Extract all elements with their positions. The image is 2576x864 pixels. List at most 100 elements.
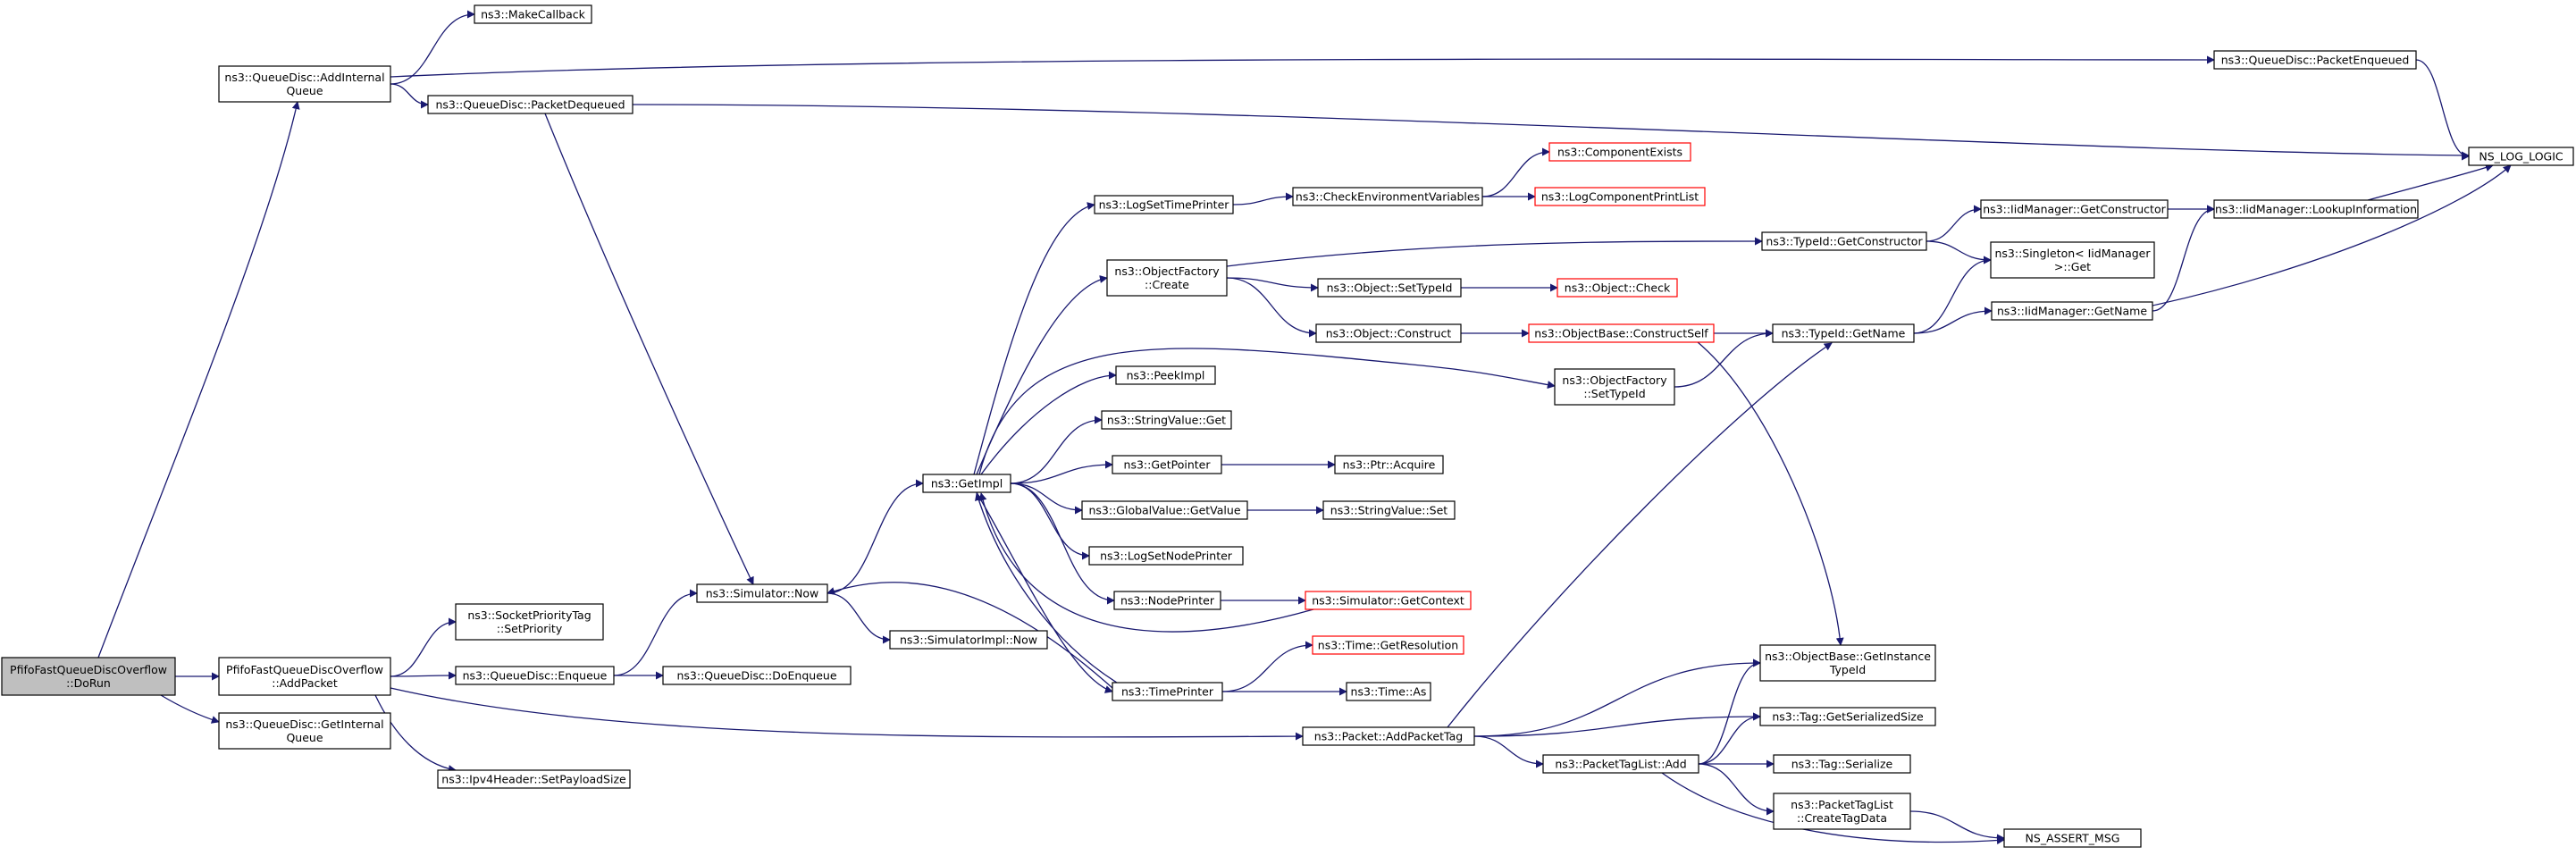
node-label: ns3::Packet::AddPacketTag bbox=[1314, 730, 1463, 743]
node-box bbox=[1115, 365, 1216, 385]
node-check-env-vars[interactable]: ns3::CheckEnvironmentVariables bbox=[1292, 187, 1483, 206]
call-edge bbox=[1232, 192, 1294, 206]
node-log-set-time-printer[interactable]: ns3::LogSetTimePrinter bbox=[1094, 195, 1234, 214]
node-get-pointer[interactable]: ns3::GetPointer bbox=[1112, 455, 1222, 474]
node-ns-assert-msg[interactable]: NS_ASSERT_MSG bbox=[2003, 828, 2142, 848]
call-edge bbox=[2367, 164, 2494, 201]
node-box bbox=[662, 666, 852, 685]
node-label: ns3::TimePrinter bbox=[1121, 685, 1214, 699]
node-label: ns3::PeekImpl bbox=[1127, 369, 1205, 382]
call-edge bbox=[390, 617, 457, 677]
node-object-construct[interactable]: ns3::Object::Construct bbox=[1315, 323, 1462, 343]
node-iid-get-constructor[interactable]: ns3::IidManager::GetConstructor bbox=[1980, 199, 2169, 219]
node-log-set-node-printer[interactable]: ns3::LogSetNodePrinter bbox=[1088, 546, 1244, 566]
node-label: Queue bbox=[286, 84, 323, 97]
node-label: Queue bbox=[286, 731, 323, 744]
node-obj-factory-set-type-id[interactable]: ns3::ObjectFactory::SetTypeId bbox=[1554, 368, 1675, 406]
node-make-callback[interactable]: ns3::MakeCallback bbox=[474, 4, 592, 24]
call-edge bbox=[1010, 460, 1113, 484]
node-box bbox=[455, 603, 604, 641]
call-edge bbox=[1661, 772, 2005, 845]
node-type-id-get-constructor[interactable]: ns3::TypeId::GetConstructor bbox=[1761, 231, 1927, 251]
node-time-as[interactable]: ns3::Time::As bbox=[1346, 682, 1431, 701]
node-obj-factory-create[interactable]: ns3::ObjectFactory::Create bbox=[1106, 259, 1228, 297]
node-global-value-get-value[interactable]: ns3::GlobalValue::GetValue bbox=[1081, 500, 1248, 520]
node-box bbox=[1305, 591, 1472, 610]
node-object-set-type-id[interactable]: ns3::Object::SetTypeId bbox=[1317, 278, 1462, 298]
node-packet-tag-list-add[interactable]: ns3::PacketTagList::Add bbox=[1542, 754, 1699, 774]
node-do-enqueue[interactable]: ns3::QueueDisc::DoEnqueue bbox=[662, 666, 852, 685]
node-singleton[interactable]: ns3::Singleton< IidManager>::Get bbox=[1990, 241, 2155, 279]
node-box bbox=[1534, 187, 1706, 206]
node-root[interactable]: PfifoFastQueueDiscOverflow::DoRun bbox=[1, 657, 176, 696]
node-label: ns3::Ipv4Header::SetPayloadSize bbox=[441, 773, 626, 786]
node-string-value-get[interactable]: ns3::StringValue::Get bbox=[1101, 410, 1232, 430]
node-label: ns3::Singleton< IidManager bbox=[1994, 247, 2151, 260]
node-sim-get-context[interactable]: ns3::Simulator::GetContext bbox=[1305, 591, 1472, 610]
node-label: ns3::ObjectFactory bbox=[1114, 264, 1220, 278]
call-edge bbox=[1698, 658, 1761, 765]
node-socket-prio[interactable]: ns3::SocketPriorityTag::SetPriority bbox=[455, 603, 604, 641]
node-box bbox=[1759, 707, 1936, 726]
call-edge bbox=[1674, 329, 1774, 388]
node-type-id-get-name[interactable]: ns3::TypeId::GetName bbox=[1772, 323, 1915, 343]
node-label: ns3::MakeCallback bbox=[481, 8, 586, 21]
call-edge bbox=[1926, 205, 1982, 242]
call-edge bbox=[978, 492, 1314, 633]
node-box bbox=[1302, 726, 1475, 746]
call-edge bbox=[1913, 256, 1992, 334]
node-box bbox=[889, 630, 1048, 650]
node-label: ns3::IidManager::GetConstructor bbox=[1983, 203, 2166, 216]
node-label: ns3::TypeId::GetConstructor bbox=[1766, 235, 1923, 248]
node-enqueue[interactable]: ns3::QueueDisc::Enqueue bbox=[455, 666, 615, 685]
node-box bbox=[1557, 278, 1678, 298]
node-box bbox=[1554, 368, 1675, 406]
call-edge bbox=[390, 83, 429, 109]
node-obj-base-construct-self[interactable]: ns3::ObjectBase::ConstructSelf bbox=[1528, 323, 1715, 343]
node-object-check[interactable]: ns3::Object::Check bbox=[1557, 278, 1678, 298]
node-sim-impl-now[interactable]: ns3::SimulatorImpl::Now bbox=[889, 630, 1048, 650]
node-label: ns3::QueueDisc::PacketDequeued bbox=[435, 98, 625, 112]
node-peek-impl[interactable]: ns3::PeekImpl bbox=[1115, 365, 1216, 385]
call-edge bbox=[2415, 59, 2470, 161]
node-ipv4-payload[interactable]: ns3::Ipv4Header::SetPayloadSize bbox=[437, 769, 631, 789]
node-label: ns3::ObjectFactory bbox=[1562, 373, 1667, 387]
node-label: ns3::TypeId::GetName bbox=[1782, 327, 1906, 340]
node-box bbox=[1761, 231, 1927, 251]
node-sim-now[interactable]: ns3::Simulator::Now bbox=[696, 583, 828, 603]
node-tag-serialize[interactable]: ns3::Tag::Serialize bbox=[1773, 754, 1911, 774]
node-box bbox=[1312, 635, 1464, 655]
call-edge bbox=[1473, 658, 1761, 737]
node-log-component-print-list[interactable]: ns3::LogComponentPrintList bbox=[1534, 187, 1706, 206]
node-get-impl[interactable]: ns3::GetImpl bbox=[922, 474, 1011, 493]
node-iid-get-name[interactable]: ns3::IidManager::GetName bbox=[1991, 301, 2153, 321]
call-edge bbox=[97, 101, 300, 658]
node-string-value-set[interactable]: ns3::StringValue::Set bbox=[1322, 500, 1456, 520]
node-time-printer[interactable]: ns3::TimePrinter bbox=[1112, 682, 1223, 701]
node-ptr-acquire[interactable]: ns3::Ptr::Acquire bbox=[1334, 455, 1444, 474]
call-edge bbox=[1698, 763, 1775, 816]
node-node-printer[interactable]: ns3::NodePrinter bbox=[1113, 591, 1221, 610]
call-edges bbox=[97, 10, 2512, 845]
node-label: ns3::QueueDisc::AddInternal bbox=[224, 71, 384, 84]
call-edge bbox=[1913, 306, 1993, 334]
node-iid-lookup[interactable]: ns3::IidManager::LookupInformation bbox=[2213, 199, 2419, 219]
node-box bbox=[1088, 546, 1244, 566]
node-label: PfifoFastQueueDiscOverflow bbox=[226, 663, 383, 676]
node-component-exists[interactable]: ns3::ComponentExists bbox=[1548, 142, 1691, 162]
node-tag-get-serialized-size[interactable]: ns3::Tag::GetSerializedSize bbox=[1759, 707, 1936, 726]
node-ns-log-logic[interactable]: NS_LOG_LOGIC bbox=[2468, 147, 2574, 166]
node-packet-tag-list-create-tag-data[interactable]: ns3::PacketTagList::CreateTagData bbox=[1773, 793, 1911, 830]
call-edge bbox=[1909, 810, 2005, 843]
node-packet-enqueued[interactable]: ns3::QueueDisc::PacketEnqueued bbox=[2213, 50, 2417, 70]
node-label: ns3::QueueDisc::GetInternal bbox=[225, 717, 383, 731]
node-time-get-resolution[interactable]: ns3::Time::GetResolution bbox=[1312, 635, 1464, 655]
node-packet-add-packet-tag[interactable]: ns3::Packet::AddPacketTag bbox=[1302, 726, 1475, 746]
node-add-packet[interactable]: PfifoFastQueueDiscOverflow::AddPacket bbox=[218, 657, 391, 696]
node-packet-dequeued[interactable]: ns3::QueueDisc::PacketDequeued bbox=[427, 95, 634, 114]
node-label: ns3::SocketPriorityTag bbox=[467, 608, 591, 622]
